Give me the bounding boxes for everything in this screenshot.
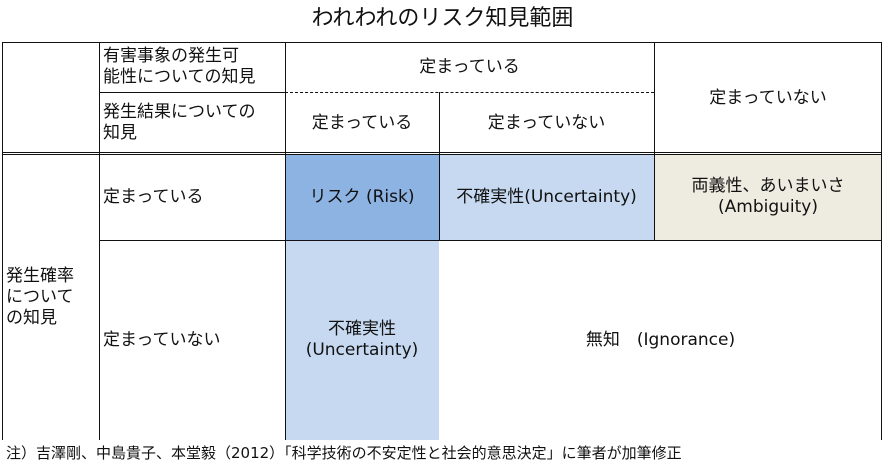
defined-header: 定まっている — [285, 42, 654, 92]
ambiguity-cell: 両義性、あいまいさ (Ambiguity) — [654, 154, 882, 240]
ignorance-cell: 無知 (Ignorance) — [439, 240, 882, 440]
outcome-header-line2: 知見 — [103, 123, 137, 143]
grid-line-col4 — [654, 42, 655, 240]
probability-header-line3: の知見 — [6, 307, 57, 328]
ambiguity-label-line2: (Ambiguity) — [718, 197, 818, 217]
undefined-header-label: 定まっていない — [709, 87, 827, 108]
uncertainty-label-top: 不確実性(Uncertainty) — [456, 186, 637, 207]
probability-header-line2: について — [6, 286, 74, 307]
occurrence-header-line1: 有害事象の発生可 — [103, 46, 239, 66]
col-undefined-header: 定まっていない — [439, 92, 654, 154]
probability-knowledge-header: 発生確率 について の知見 — [2, 154, 99, 440]
row-undefined-label: 定まっていない — [103, 329, 221, 350]
col-defined-label: 定まっている — [311, 112, 413, 133]
ignorance-label: 無知 (Ignorance) — [585, 329, 736, 350]
occurrence-header-line2: 能性についての知見 — [103, 67, 256, 87]
probability-header-line1: 発生確率 — [6, 265, 74, 286]
grid-line-col1 — [99, 42, 100, 440]
outcome-knowledge-header: 発生結果についての 知見 — [99, 92, 285, 154]
ambiguity-label-line1: 両義性、あいまいさ — [691, 176, 845, 196]
grid-line-left — [2, 42, 3, 440]
grid-line-col2 — [285, 42, 286, 440]
grid-line-header-bottom-2 — [2, 154, 882, 155]
row-defined-label: 定まっている — [103, 186, 204, 207]
outcome-header-line1: 発生結果についての — [103, 102, 256, 122]
occurrence-knowledge-header: 有害事象の発生可 能性についての知見 — [99, 42, 285, 92]
uncertainty-label-bottom-line2: (Uncertainty) — [305, 340, 419, 360]
uncertainty-cell-top: 不確実性(Uncertainty) — [439, 154, 654, 240]
grid-line-right — [881, 42, 882, 440]
grid-line-col3 — [439, 92, 440, 240]
col-undefined-label: 定まっていない — [487, 112, 606, 133]
uncertainty-cell-bottom: 不確実性 (Uncertainty) — [285, 240, 439, 440]
grid-line-header-mid — [99, 92, 285, 93]
diagram-title: われわれのリスク知見範囲 — [311, 6, 574, 31]
risk-knowledge-grid: リスク (Risk) 不確実性(Uncertainty) 両義性、あいまいさ (… — [2, 42, 882, 440]
uncertainty-label-bottom-line1: 不確実性 — [328, 319, 396, 339]
undefined-header: 定まっていない — [654, 42, 882, 154]
source-footnote: 注）吉澤剛、中島貴子、本堂毅（2012）「科学技術の不安定性と社会的意思決定」に… — [6, 444, 682, 462]
risk-label: リスク (Risk) — [309, 186, 415, 207]
defined-header-label: 定まっている — [419, 56, 520, 77]
risk-cell: リスク (Risk) — [285, 154, 439, 240]
grid-line-header-bottom — [2, 152, 882, 153]
grid-line-header-dashed — [285, 92, 654, 93]
grid-line-top — [2, 42, 882, 43]
grid-line-row-mid — [99, 240, 882, 241]
col-defined-header: 定まっている — [285, 92, 439, 154]
